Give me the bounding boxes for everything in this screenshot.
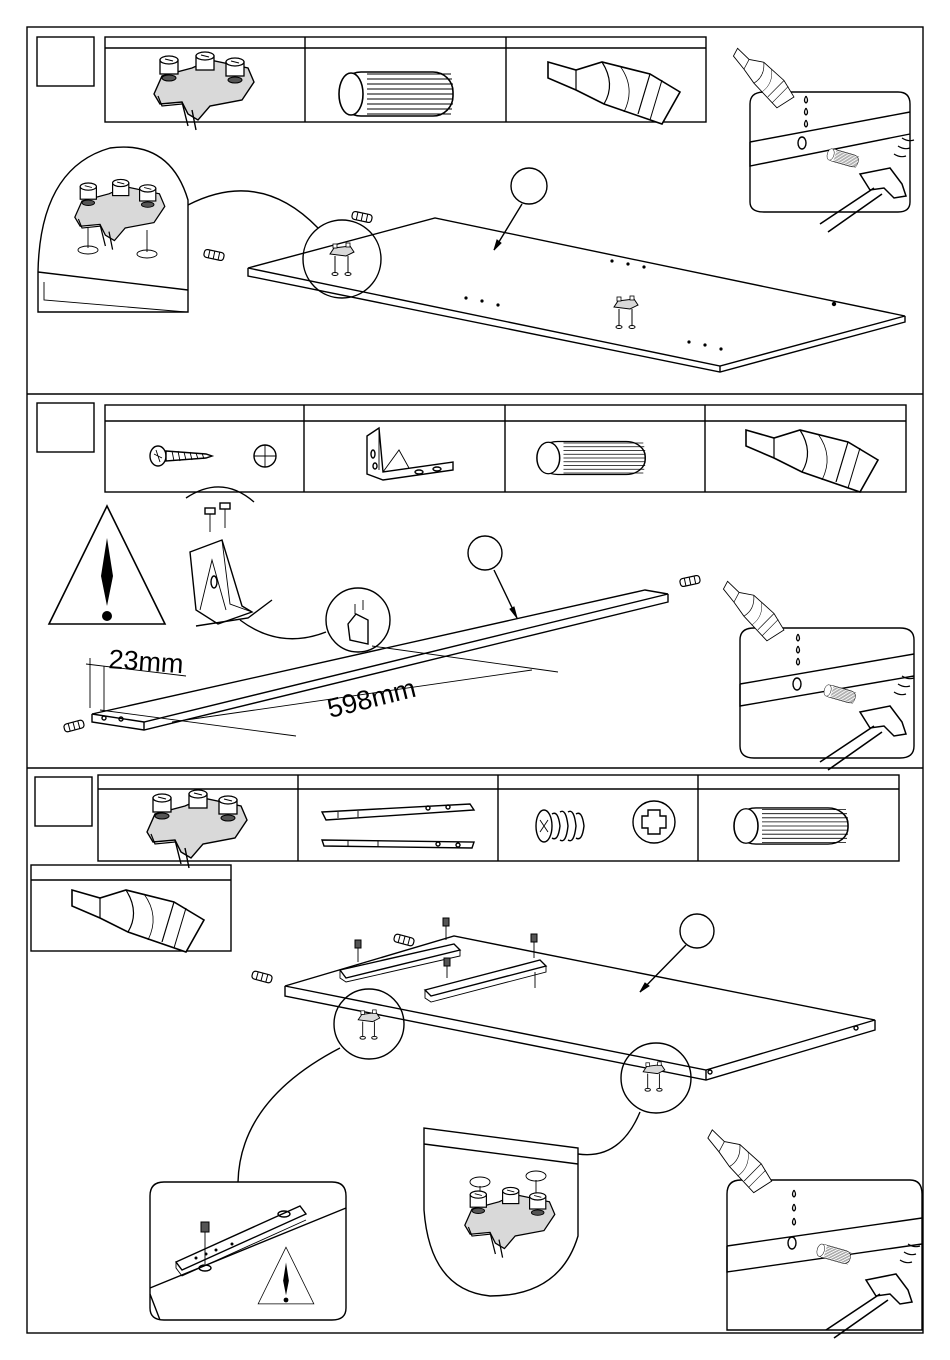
step-2: 23mm 598mm bbox=[37, 403, 914, 770]
part-label-circle bbox=[511, 168, 547, 204]
glue-drop-detail bbox=[695, 1130, 922, 1338]
step-2-number-box bbox=[37, 403, 94, 452]
step-3 bbox=[31, 775, 922, 1338]
step-3-parts-list bbox=[98, 775, 899, 868]
wooden-dowel-icon bbox=[734, 808, 848, 844]
part-label-circle bbox=[468, 536, 502, 570]
part-label-circle bbox=[680, 914, 714, 948]
hinge-plate-detail bbox=[38, 147, 318, 312]
drawer-runner-icon bbox=[322, 804, 474, 848]
wooden-dowel-icon bbox=[537, 442, 645, 475]
dimension-height-label: 23mm bbox=[108, 644, 185, 679]
step-2-parts-list bbox=[105, 405, 906, 492]
step-1 bbox=[37, 37, 914, 372]
bracket-detail bbox=[186, 487, 326, 639]
runner-detail bbox=[150, 1182, 346, 1320]
dimension-length-label: 598mm bbox=[324, 673, 419, 724]
wood-screw-icon bbox=[150, 445, 276, 467]
panel-1 bbox=[248, 218, 905, 372]
wooden-dowel-icon bbox=[339, 72, 453, 116]
step-3-number-box bbox=[35, 777, 92, 826]
l-bracket-icon bbox=[367, 428, 453, 480]
hinge-plate-icon bbox=[147, 790, 247, 868]
glue-tube-icon bbox=[548, 62, 680, 124]
glue-part-box bbox=[31, 865, 231, 952]
step-1-parts-list bbox=[105, 37, 706, 130]
euro-screw-icon bbox=[536, 801, 675, 843]
hinge-plate-icon bbox=[154, 52, 254, 130]
glue-tube-icon bbox=[746, 430, 878, 492]
bottom-panel bbox=[285, 918, 875, 1080]
glue-drop-detail bbox=[722, 48, 914, 232]
step-1-number-box bbox=[37, 37, 94, 86]
glue-tube-icon bbox=[72, 890, 204, 952]
warning-sign-icon bbox=[49, 506, 165, 624]
hinge-plate-detail bbox=[424, 1128, 578, 1296]
glue-drop-detail bbox=[712, 581, 914, 770]
